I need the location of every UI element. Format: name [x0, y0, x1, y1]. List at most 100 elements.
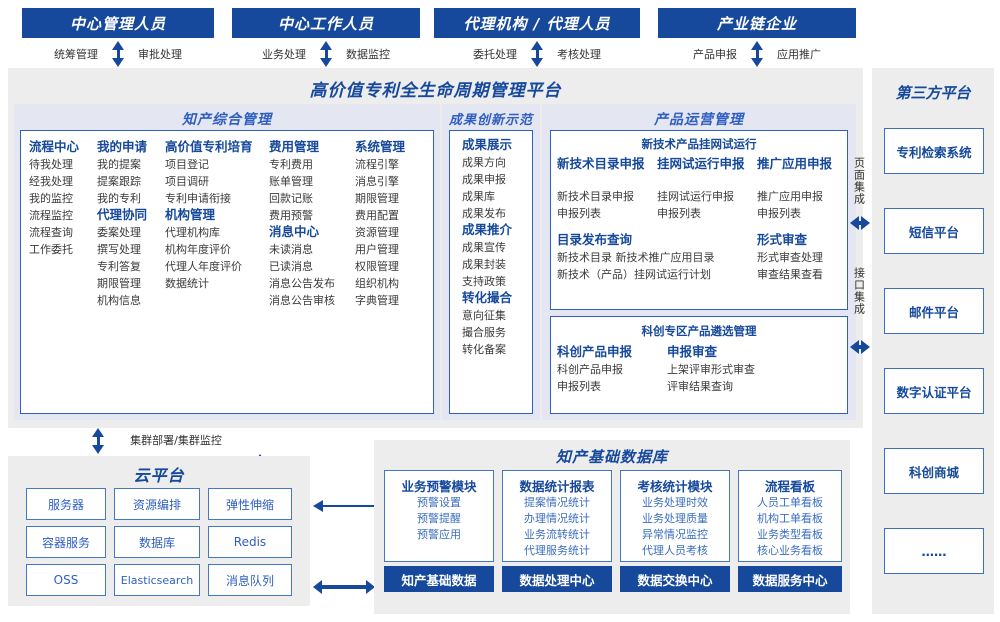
actor-card-1[interactable]: 中心工作人员 — [232, 8, 420, 38]
actor-card-3[interactable]: 产业链企业 — [658, 8, 856, 38]
menu-item[interactable]: 成果发布 — [462, 207, 506, 221]
menu-item[interactable]: 科创产品申报 — [557, 362, 623, 376]
menu-item[interactable]: 转化备案 — [462, 343, 506, 357]
menu-item[interactable]: 我的专利 — [97, 191, 141, 205]
menu-item[interactable]: 字典管理 — [355, 294, 399, 308]
third-party-box-more[interactable]: …… — [884, 528, 984, 574]
db-item[interactable]: 预警应用 — [417, 527, 461, 541]
menu-item[interactable]: 支持政策 — [462, 275, 506, 289]
menu-item[interactable]: 申报列表 — [557, 379, 601, 393]
menu-item[interactable]: 未读消息 — [269, 242, 313, 256]
db-item[interactable]: 办理情况统计 — [524, 511, 590, 525]
menu-item[interactable]: 流程查询 — [29, 226, 73, 240]
db-item[interactable]: 预警提醒 — [417, 511, 461, 525]
menu-item[interactable]: 待我处理 — [29, 157, 73, 171]
cloud-box-database[interactable]: 数据库 — [114, 526, 200, 558]
menu-item[interactable]: 成果封装 — [462, 257, 506, 271]
third-party-box-patent-search[interactable]: 专利检索系统 — [884, 128, 984, 174]
menu-item[interactable]: 账单管理 — [269, 174, 313, 188]
db-foot-3[interactable]: 数据服务中心 — [738, 566, 842, 592]
menu-item[interactable]: 申报列表 — [657, 207, 701, 221]
menu-item[interactable]: 项目登记 — [165, 157, 209, 171]
menu-item[interactable]: 工作委托 — [29, 243, 73, 257]
menu-item[interactable]: 审查结果查看 — [757, 268, 823, 282]
menu-item[interactable]: 新技术目录 新技术推广应用目录 — [557, 250, 715, 264]
menu-item[interactable]: 代理人年度评价 — [165, 259, 242, 273]
db-item[interactable]: 核心业务看板 — [757, 543, 823, 557]
cloud-box-orchestration[interactable]: 资源编排 — [114, 488, 200, 520]
menu-item[interactable]: 申报列表 — [757, 207, 801, 221]
menu-item[interactable]: 提案跟踪 — [97, 174, 141, 188]
third-party-box-digital-cert[interactable]: 数字认证平台 — [884, 368, 984, 414]
menu-item[interactable]: 费用预警 — [269, 209, 313, 223]
menu-item[interactable]: 用户管理 — [355, 243, 399, 257]
menu-item[interactable]: 成果方向 — [462, 155, 506, 169]
menu-item[interactable]: 撮合服务 — [462, 326, 506, 339]
menu-item[interactable]: 期限管理 — [355, 191, 399, 205]
db-item[interactable]: 业务流转统计 — [524, 527, 590, 541]
menu-item[interactable]: 专利费用 — [269, 157, 313, 171]
menu-item[interactable]: 期限管理 — [97, 277, 141, 291]
cloud-box-redis[interactable]: Redis — [208, 526, 292, 558]
menu-item[interactable]: 挂网试运行申报 — [657, 190, 734, 203]
menu-item[interactable]: 专利答复 — [97, 259, 141, 273]
db-foot-1[interactable]: 数据处理中心 — [502, 566, 612, 592]
menu-item[interactable]: 消息公告审核 — [269, 294, 335, 308]
menu-item[interactable]: 组织机构 — [355, 277, 399, 291]
menu-item[interactable]: 成果宣传 — [462, 240, 506, 254]
menu-item[interactable]: 代理机构库 — [165, 225, 220, 239]
menu-item[interactable]: 数据统计 — [165, 277, 209, 291]
db-item[interactable]: 预警设置 — [417, 496, 461, 509]
menu-item[interactable]: 流程引擎 — [355, 157, 399, 171]
menu-item[interactable]: 项目调研 — [165, 174, 209, 188]
menu-item[interactable]: 成果申报 — [462, 172, 506, 186]
menu-item[interactable]: 流程监控 — [29, 209, 73, 223]
menu-item[interactable]: 新技术目录申报 — [557, 190, 634, 203]
menu-item[interactable]: 消息公告发布 — [269, 277, 335, 291]
db-item[interactable]: 业务处理时效 — [642, 496, 708, 509]
db-foot-2[interactable]: 数据交换中心 — [620, 566, 730, 592]
menu-item[interactable]: 费用配置 — [355, 209, 399, 223]
menu-item[interactable]: 成果库 — [462, 189, 495, 203]
menu-item[interactable]: 机构年度评价 — [165, 242, 231, 256]
menu-item[interactable]: 新技术（产品）挂网试运行计划 — [557, 268, 711, 282]
menu-item[interactable]: 权限管理 — [355, 260, 399, 274]
menu-item[interactable]: 我的提案 — [97, 157, 141, 171]
menu-item[interactable]: 已读消息 — [269, 259, 313, 273]
menu-item[interactable]: 委案处理 — [97, 225, 141, 239]
cloud-box-server[interactable]: 服务器 — [26, 488, 106, 520]
cloud-box-autoscale[interactable]: 弹性伸缩 — [208, 488, 292, 520]
menu-item[interactable]: 推广应用申报 — [757, 190, 823, 203]
cloud-box-mq[interactable]: 消息队列 — [208, 564, 292, 596]
third-party-box-kechuang-mall[interactable]: 科创商城 — [884, 448, 984, 494]
db-item[interactable]: 代理服务统计 — [524, 543, 590, 557]
actor-card-2[interactable]: 代理机构 / 代理人员 — [434, 8, 640, 38]
db-item[interactable]: 机构工单看板 — [757, 511, 823, 525]
cloud-box-oss[interactable]: OSS — [26, 564, 106, 596]
menu-item[interactable]: 我的监控 — [29, 191, 73, 205]
db-item[interactable]: 人员工单看板 — [757, 496, 823, 509]
menu-item[interactable]: 资源管理 — [355, 226, 399, 240]
menu-item[interactable]: 专利申请衔接 — [165, 191, 231, 205]
menu-item[interactable]: 消息引擎 — [355, 174, 399, 188]
menu-item[interactable]: 上架评审形式审查 — [667, 362, 755, 376]
db-item[interactable]: 提案情况统计 — [524, 496, 590, 509]
db-item[interactable]: 代理人员考核 — [642, 543, 708, 557]
cloud-box-container[interactable]: 容器服务 — [26, 526, 106, 558]
menu-item[interactable]: 申报列表 — [557, 207, 601, 221]
cloud-box-elasticsearch[interactable]: Elasticsearch — [114, 564, 200, 596]
menu-item[interactable]: 机构信息 — [97, 294, 141, 308]
db-item[interactable]: 异常情况监控 — [642, 527, 708, 541]
menu-item[interactable]: 评审结果查询 — [667, 379, 733, 393]
menu-item[interactable]: 形式审查处理 — [757, 250, 823, 264]
menu-item[interactable]: 意向征集 — [462, 308, 506, 322]
menu-item[interactable]: 撰写处理 — [97, 242, 141, 256]
menu-item[interactable]: 回款记账 — [269, 191, 313, 205]
menu-item[interactable]: 经我处理 — [29, 174, 73, 188]
db-item[interactable]: 业务处理质量 — [642, 511, 708, 525]
third-party-box-email[interactable]: 邮件平台 — [884, 288, 984, 334]
actor-card-0[interactable]: 中心管理人员 — [22, 8, 214, 38]
db-foot-0[interactable]: 知产基础数据 — [384, 566, 494, 592]
db-item[interactable]: 业务类型看板 — [757, 527, 823, 541]
third-party-box-sms[interactable]: 短信平台 — [884, 208, 984, 254]
